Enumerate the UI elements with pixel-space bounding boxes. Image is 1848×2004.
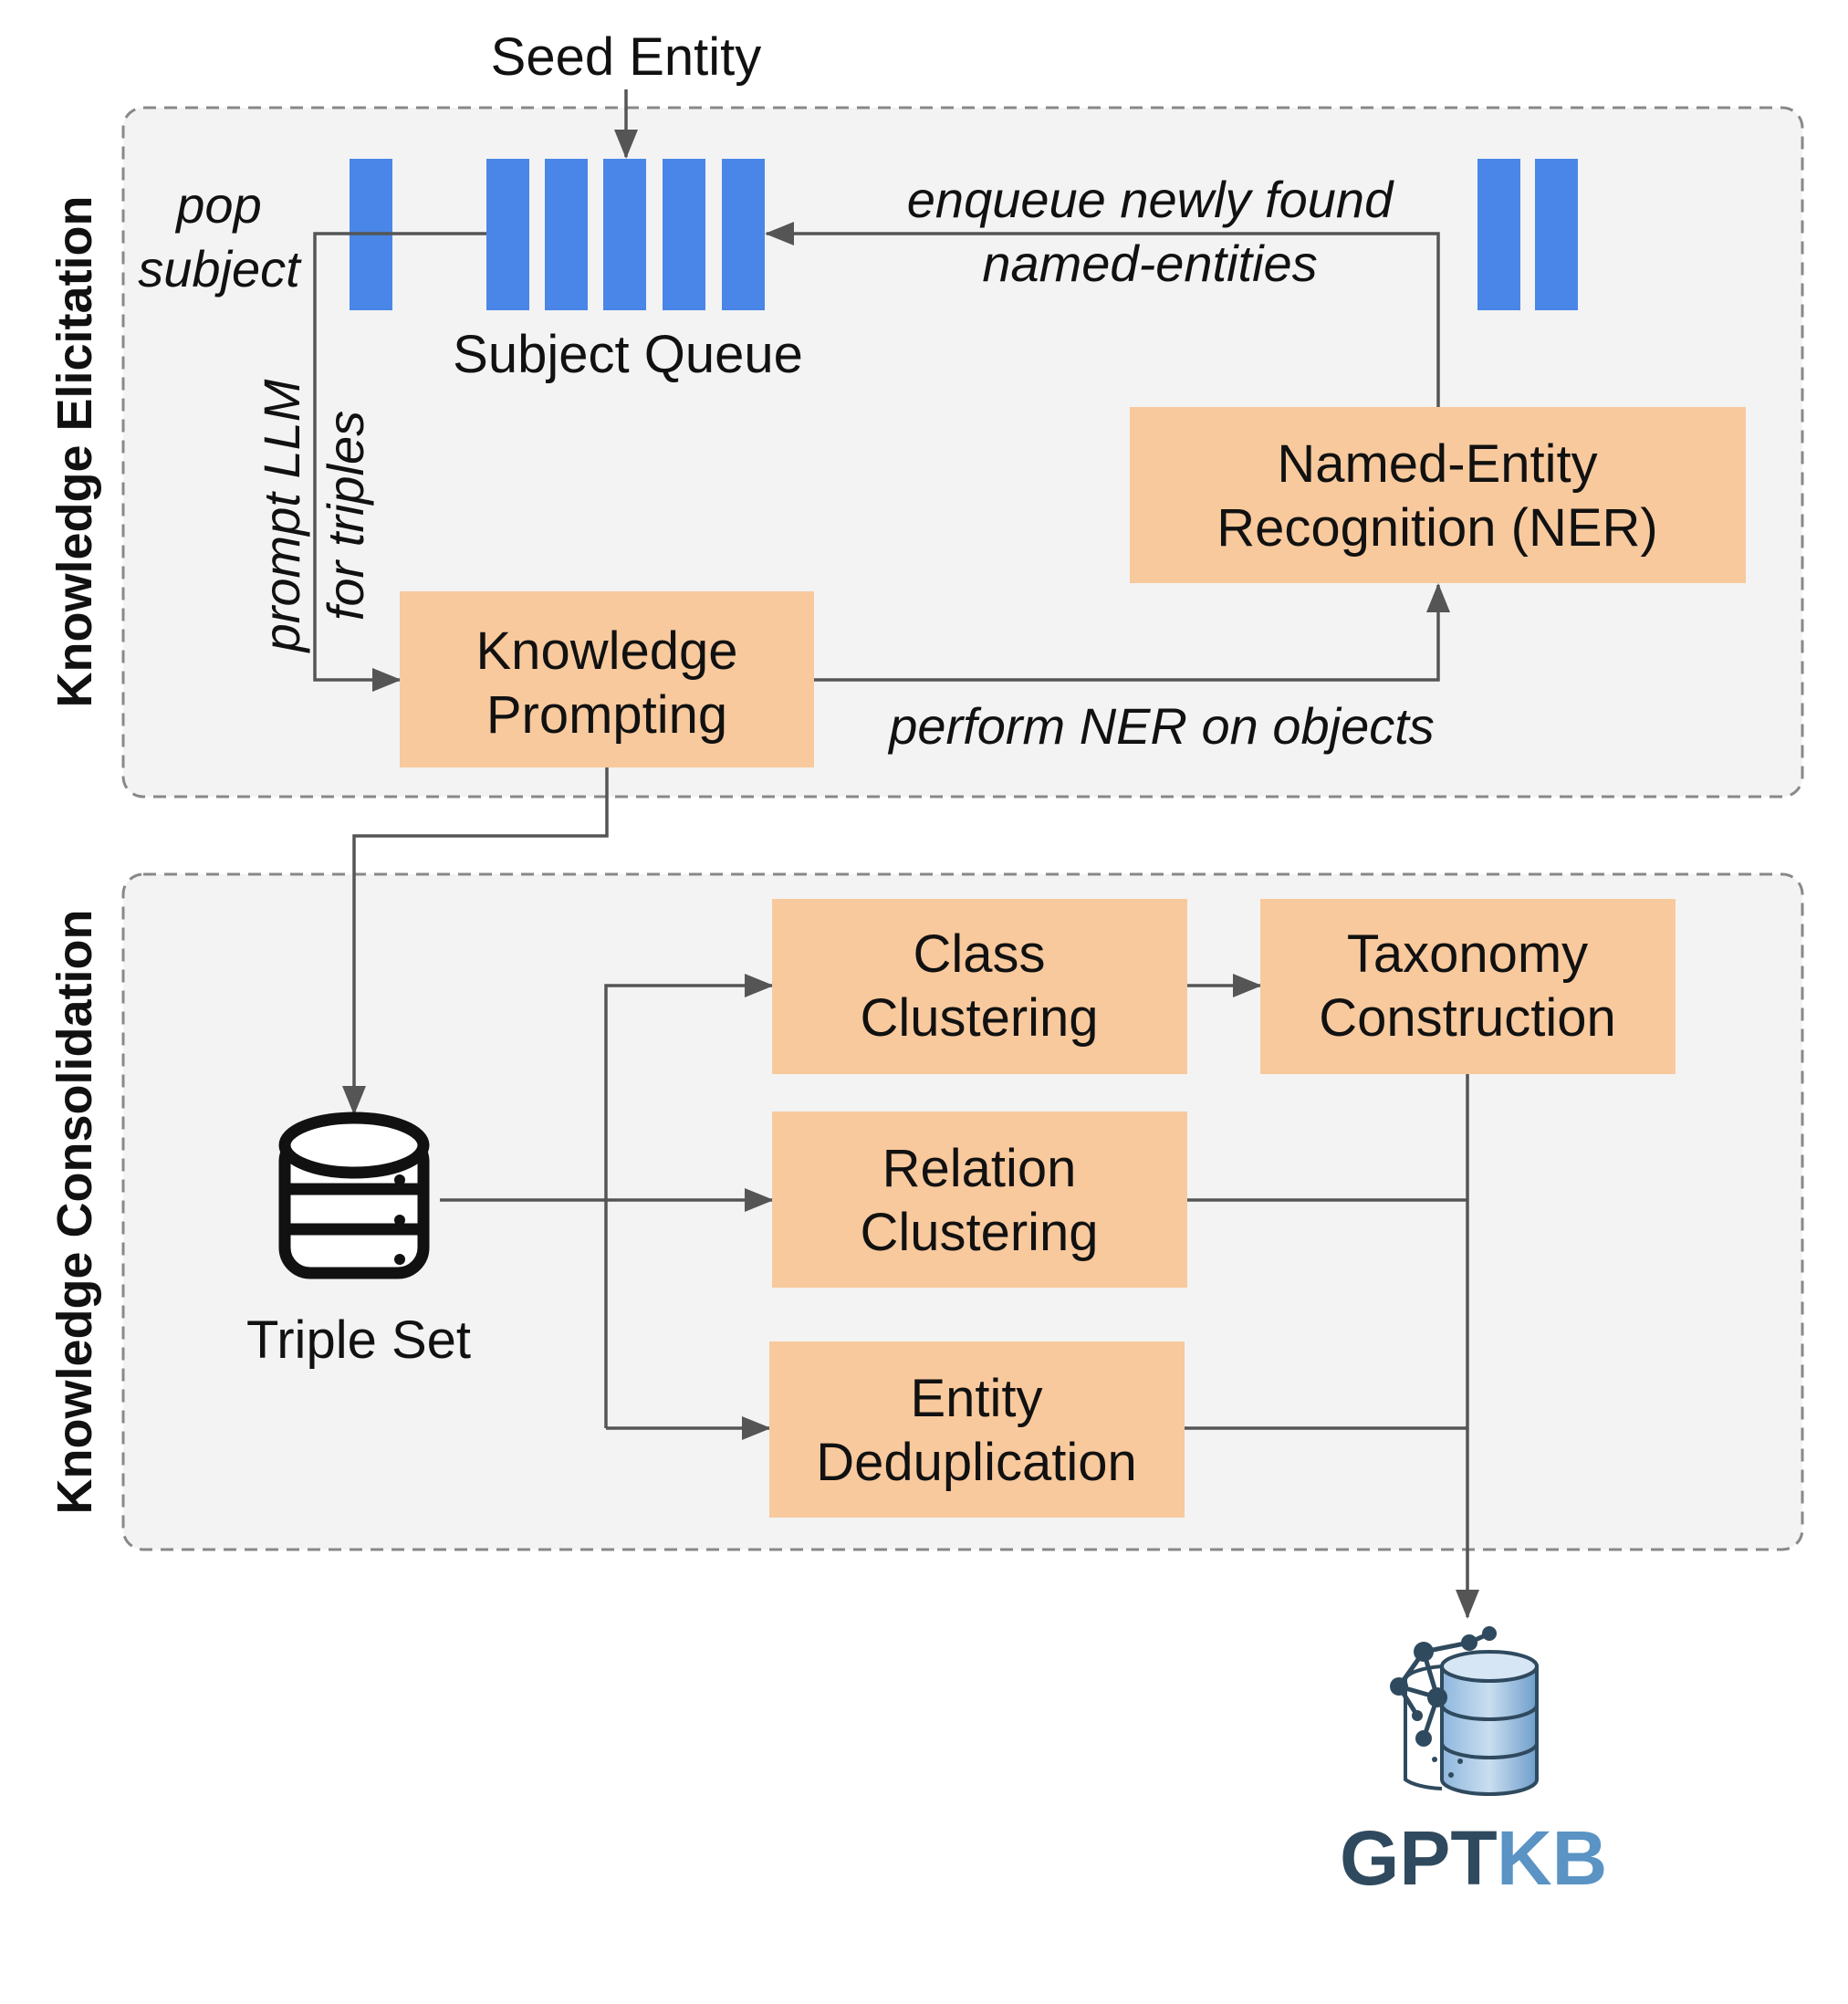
ner-label-2: Recognition (NER) bbox=[1216, 498, 1658, 558]
entity-deduplication-label-2: Deduplication bbox=[816, 1433, 1136, 1492]
triple-set-label: Triple Set bbox=[246, 1310, 471, 1370]
queue-block bbox=[603, 159, 646, 310]
ner-box bbox=[1130, 407, 1746, 583]
queue-block bbox=[722, 159, 765, 310]
pop-subject-label-2: subject bbox=[138, 240, 302, 297]
seed-entity-label: Seed Entity bbox=[491, 27, 762, 87]
relation-clustering-label-2: Clustering bbox=[860, 1203, 1098, 1262]
relation-clustering-label-1: Relation bbox=[882, 1139, 1077, 1198]
new-entity-block bbox=[1535, 159, 1578, 310]
knowledge-prompting-label-2: Prompting bbox=[486, 685, 727, 745]
knowledge-prompting-label-1: Knowledge bbox=[476, 621, 738, 681]
pop-subject-label-1: pop bbox=[174, 176, 261, 234]
class-clustering-box bbox=[772, 899, 1187, 1074]
knowledge-prompting-box bbox=[400, 591, 814, 767]
taxonomy-construction-label-2: Construction bbox=[1319, 988, 1616, 1048]
taxonomy-construction-label-1: Taxonomy bbox=[1347, 924, 1588, 984]
entity-deduplication-label-1: Entity bbox=[910, 1369, 1042, 1428]
enqueue-label-1: enqueue newly found bbox=[907, 171, 1394, 228]
subject-queue-label: Subject Queue bbox=[453, 325, 803, 384]
taxonomy-construction-box bbox=[1260, 899, 1676, 1074]
gptkb-logo: GPT KB bbox=[1326, 1619, 1609, 1902]
relation-clustering-box bbox=[772, 1112, 1187, 1288]
prompt-llm-label-1: prompt LLM bbox=[253, 379, 310, 653]
gptkb-logo-text-gpt: GPT bbox=[1340, 1815, 1498, 1901]
prompt-llm-label-2: for triples bbox=[317, 411, 374, 621]
database-icon bbox=[278, 1112, 430, 1279]
subject-queue bbox=[350, 159, 1578, 310]
entity-deduplication-box bbox=[769, 1341, 1185, 1518]
queue-block bbox=[545, 159, 588, 310]
perform-ner-label: perform NER on objects bbox=[887, 697, 1435, 755]
elicitation-title: Knowledge Elicitation bbox=[47, 195, 102, 707]
queue-block bbox=[663, 159, 705, 310]
class-clustering-label-1: Class bbox=[913, 924, 1045, 984]
new-entity-block bbox=[1477, 159, 1520, 310]
ner-label-1: Named-Entity bbox=[1277, 434, 1597, 494]
gptkb-logo-text-kb: KB bbox=[1497, 1815, 1607, 1901]
enqueue-label-2: named-entities bbox=[982, 235, 1317, 292]
class-clustering-label-2: Clustering bbox=[860, 988, 1098, 1048]
queue-block bbox=[486, 159, 529, 310]
consolidation-title: Knowledge Consolidation bbox=[47, 910, 102, 1515]
